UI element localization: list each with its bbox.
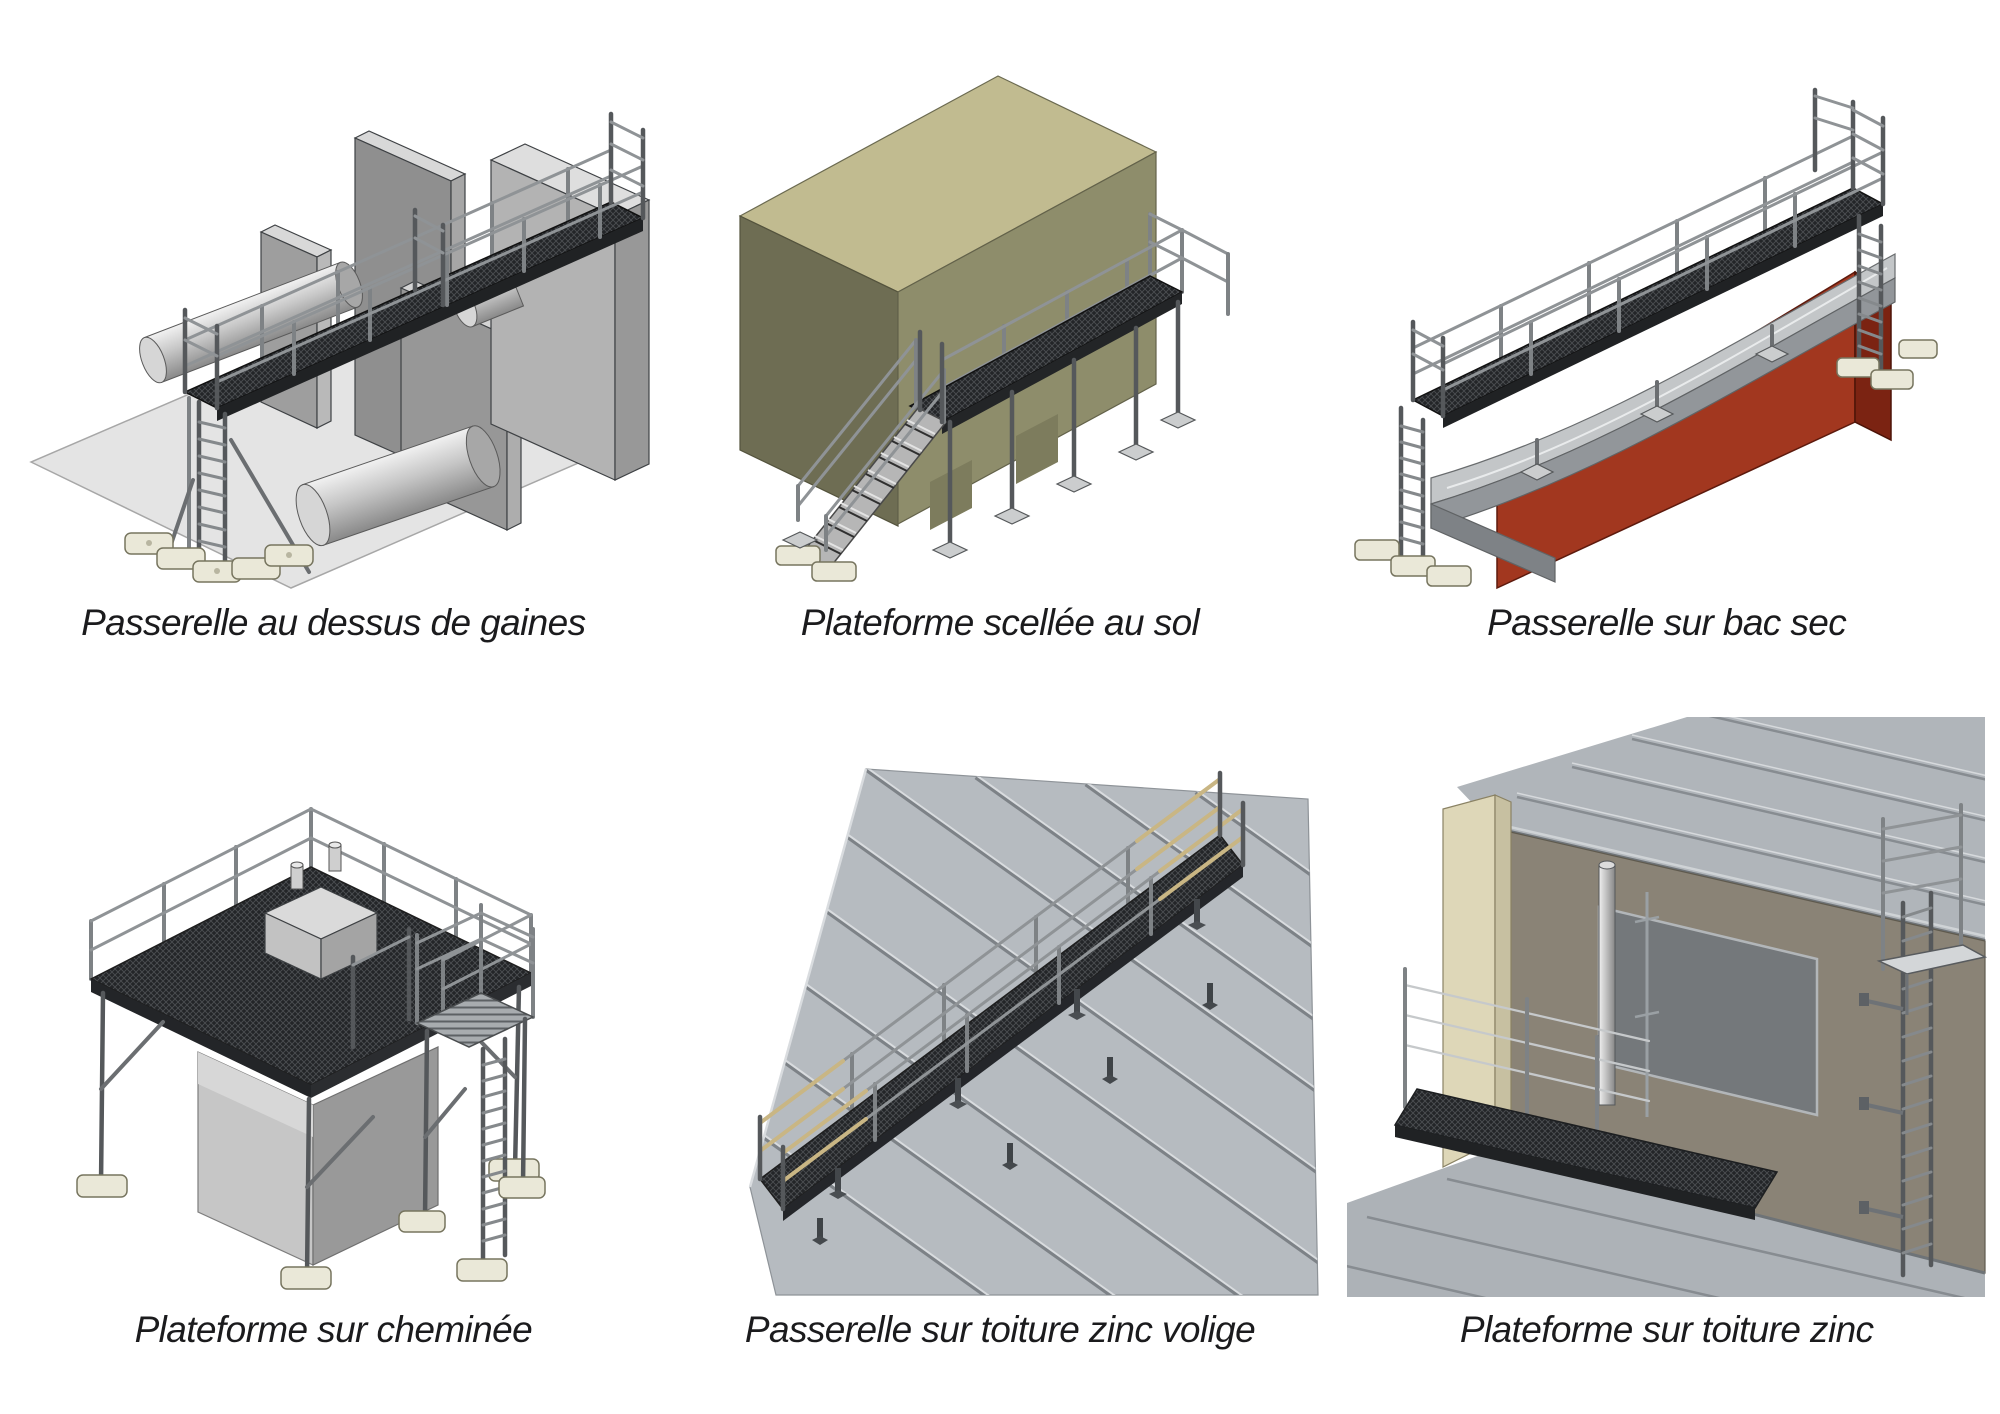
chimney-cap (263, 841, 379, 980)
figure-cell-plateforme-zinc: Plateforme sur toiture zinc (1333, 707, 2000, 1414)
figure-cell-passerelle-zinc-volige: Passerelle sur toiture zinc volige (667, 707, 1334, 1414)
seam-brackets (811, 983, 1218, 1245)
platform (908, 212, 1230, 559)
cream-wall (1442, 794, 1512, 1168)
walkway (757, 770, 1246, 1221)
ballast-blocks (124, 532, 315, 583)
figure-caption: Passerelle au dessus de gaines (81, 602, 586, 643)
end-gates (183, 111, 646, 411)
roof-supports (1519, 324, 1789, 481)
render-passerelle-gaines (13, 8, 653, 592)
figure-caption: Passerelle sur toiture zinc volige (744, 1309, 1256, 1350)
render-plateforme-zinc (1346, 715, 1987, 1299)
figure-caption: Plateforme sur toiture zinc (1459, 1309, 1874, 1350)
platform-legs (931, 299, 1197, 559)
walkway (1410, 87, 1885, 481)
end-gates (1410, 87, 1885, 419)
stairs (795, 329, 948, 571)
walkway (183, 111, 646, 421)
render-plateforme-cheminee (13, 715, 653, 1299)
unit-box (738, 75, 1158, 530)
lower-roof (1346, 1147, 1986, 1297)
figure-caption: Passerelle sur bac sec (1487, 602, 1847, 643)
figure-caption: Plateforme scellée au sol (800, 602, 1200, 643)
render-plateforme-scellee (680, 8, 1320, 592)
deck-supports (828, 899, 1206, 1199)
ladder-left (1353, 405, 1472, 587)
zinc-roof (748, 768, 1319, 1296)
curved-roof (1430, 252, 1896, 583)
exit-guard (1876, 803, 1987, 1015)
front-rails (351, 913, 533, 1050)
platform (1393, 967, 1778, 1220)
figure-cell-passerelle-gaines: Passerelle au dessus de gaines (0, 0, 667, 707)
access-ladder (398, 903, 547, 1282)
platform-rails-back (89, 807, 534, 981)
flue-pipe (1598, 860, 1659, 1117)
legs-braces (76, 984, 541, 1290)
figure-cell-plateforme-cheminee: Plateforme sur cheminée (0, 707, 667, 1414)
ladder-right (1835, 213, 1938, 390)
figure-caption: Plateforme sur cheminée (134, 1309, 533, 1350)
stair-feet (775, 531, 857, 582)
figure-cell-passerelle-bac-sec: Passerelle sur bac sec (1333, 0, 2000, 707)
ducts (139, 261, 525, 547)
figure-cell-plateforme-scellee: Plateforme scellée au sol (667, 0, 1334, 707)
render-passerelle-bac-sec (1347, 8, 1987, 592)
render-passerelle-zinc-volige (680, 715, 1320, 1299)
cage-ladder (1858, 803, 1987, 1278)
